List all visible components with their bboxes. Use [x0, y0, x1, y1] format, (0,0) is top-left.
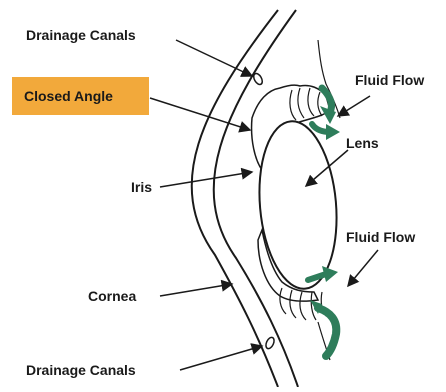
closed-angle-highlight: Closed Angle	[12, 77, 149, 115]
leader-fluid-flow-bottom	[348, 250, 378, 286]
label-lens: Lens	[346, 136, 379, 150]
drainage-canal-top	[252, 72, 264, 86]
leader-cornea	[160, 284, 232, 296]
label-iris: Iris	[131, 180, 152, 194]
label-closed-angle: Closed Angle	[12, 77, 149, 103]
label-fluid-flow-top: Fluid Flow	[355, 73, 424, 87]
leader-iris	[160, 172, 252, 187]
fluid-flow-arrow-top-2-head	[326, 124, 340, 140]
leader-drainage-canals-bottom	[180, 346, 262, 370]
label-drainage-canals-top: Drainage Canals	[26, 28, 136, 42]
label-cornea: Cornea	[88, 289, 136, 303]
leader-drainage-canals-top	[176, 40, 252, 76]
fluid-flow-arrow-bottom-1-head	[322, 266, 338, 282]
label-fluid-flow-bottom: Fluid Flow	[346, 230, 415, 244]
leader-closed-angle	[150, 98, 250, 130]
label-drainage-canals-bottom: Drainage Canals	[26, 363, 136, 377]
leader-fluid-flow-top	[338, 96, 370, 116]
drainage-canal-bottom	[264, 336, 275, 350]
